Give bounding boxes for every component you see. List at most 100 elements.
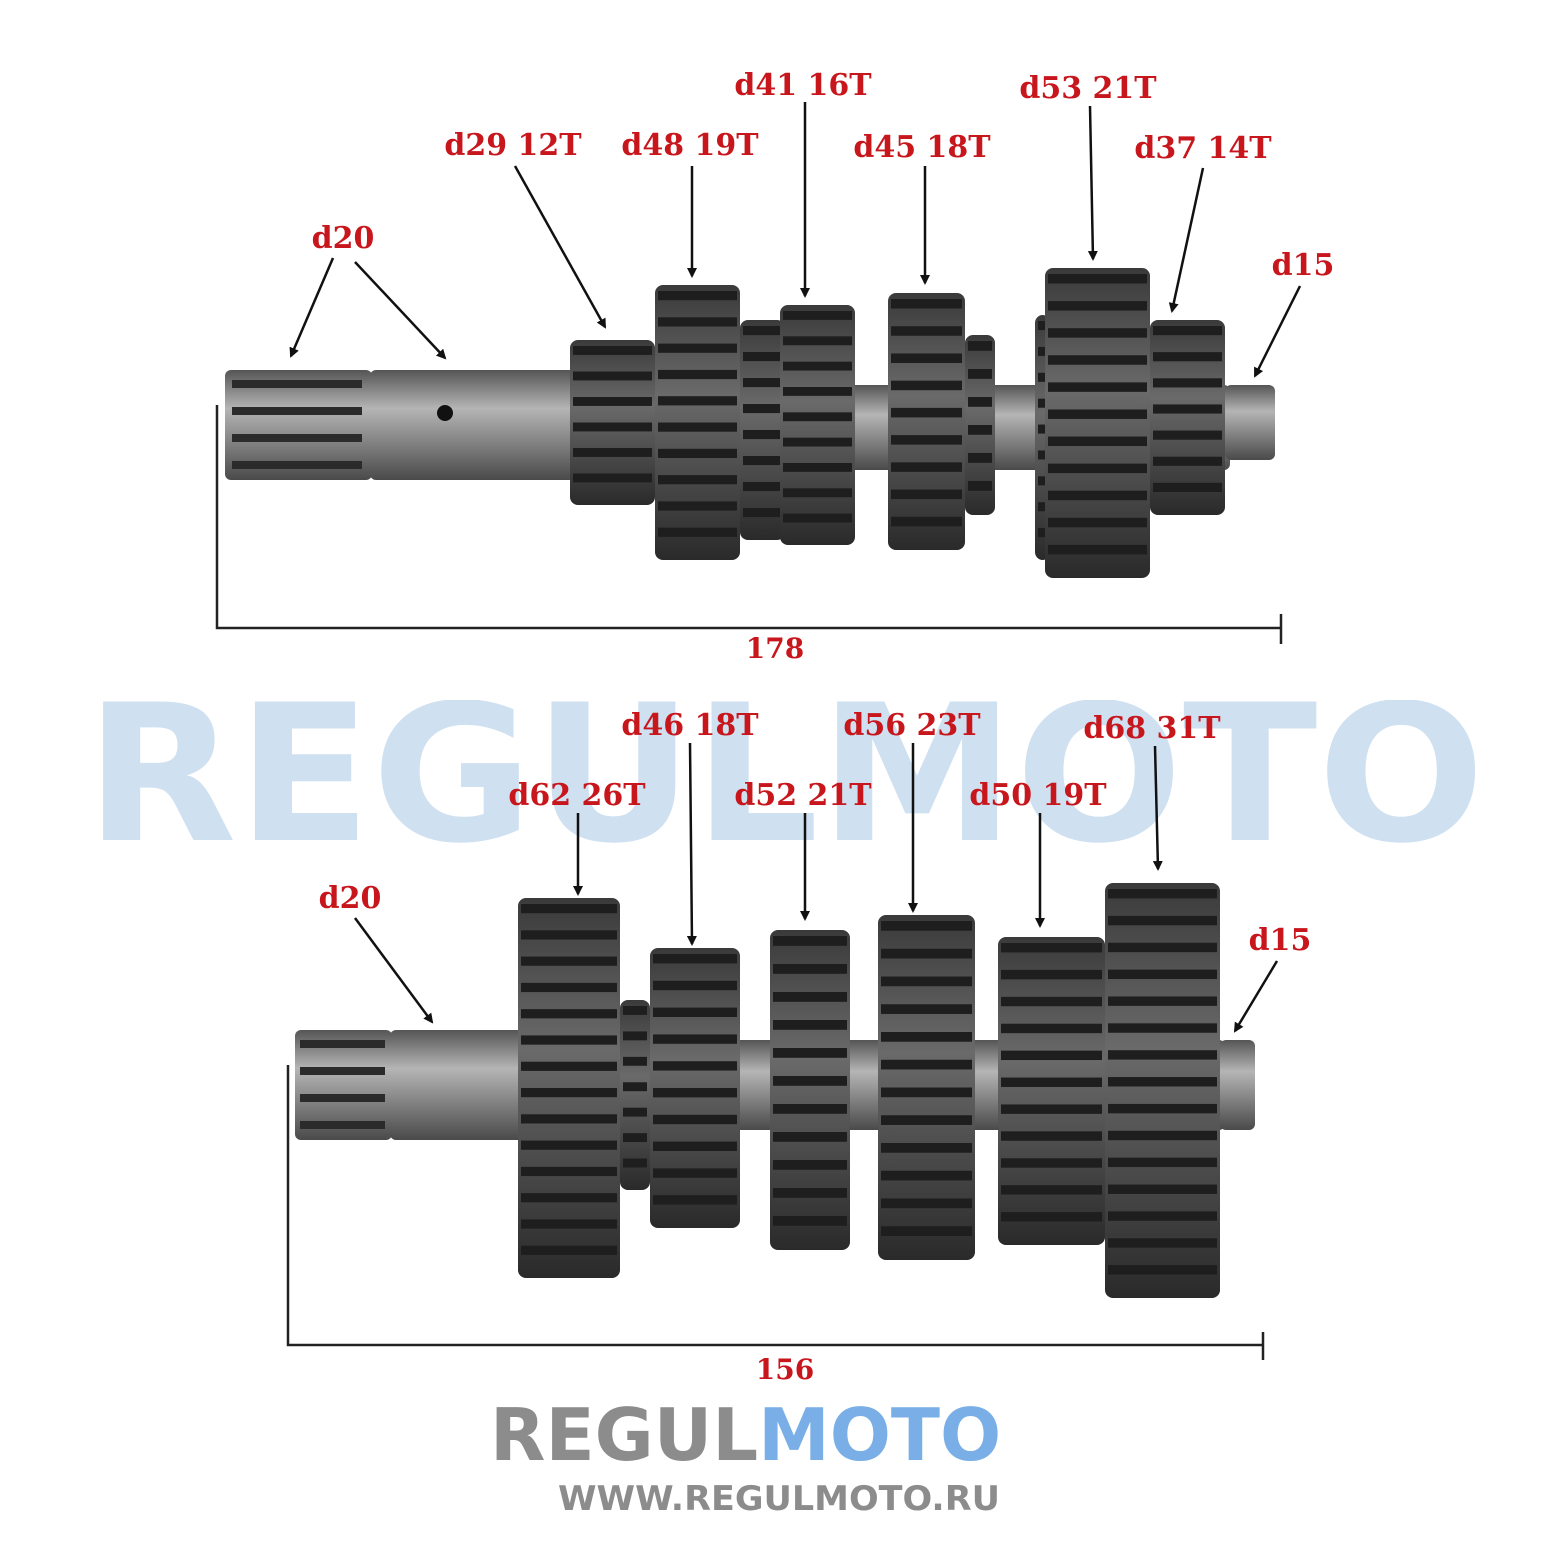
gear-tooth-gap xyxy=(658,291,737,301)
label-d56: d56 23T xyxy=(843,708,981,743)
gear-tooth-gap xyxy=(1038,502,1047,512)
label-d62: d62 26T xyxy=(508,778,646,813)
gear-tooth-gap xyxy=(1108,1077,1217,1087)
gear-tooth-gap xyxy=(773,1188,847,1198)
gear-tooth-gap xyxy=(653,1168,737,1178)
gear-tooth-gap xyxy=(1153,430,1222,440)
gear-tooth-gap xyxy=(773,1216,847,1226)
gear-tooth-gap xyxy=(1153,352,1222,362)
gear-tooth-gap xyxy=(1001,969,1102,980)
gear-tooth-gap xyxy=(658,475,737,485)
bottom-shaft-labels: d20 d62 26T d46 18T d52 21T d56 23T d50 … xyxy=(286,708,1312,1386)
gear-tooth-gap xyxy=(658,343,737,353)
logo-text: REGULMOTO xyxy=(490,1393,1001,1477)
gear-tooth-gap xyxy=(658,396,737,406)
gear-tooth-gap xyxy=(881,1143,972,1153)
length-bottom: 156 xyxy=(756,1353,814,1386)
gear-tooth-gap xyxy=(653,1061,737,1071)
label-d45: d45 18T xyxy=(853,130,991,165)
gear-tooth-gap xyxy=(783,336,852,346)
gear-tooth-gap xyxy=(1153,482,1222,493)
gear-tooth-gap xyxy=(891,407,962,418)
gear-tooth-gap xyxy=(783,463,852,472)
gear-tooth-gap xyxy=(521,1088,617,1098)
gear-tooth-gap xyxy=(653,954,737,964)
arrow xyxy=(354,261,447,360)
gear-tooth-gap xyxy=(891,326,962,336)
gear-tooth-gap xyxy=(1048,436,1147,447)
gear-tooth-gap xyxy=(1153,326,1222,336)
gear-tooth-gap xyxy=(573,371,652,381)
gear-tooth-gap xyxy=(783,387,852,396)
label-d68: d68 31T xyxy=(1083,711,1221,746)
gear-tooth-gap xyxy=(1001,943,1102,953)
gear-tooth-gap xyxy=(1001,1104,1102,1114)
gear-tooth-gap xyxy=(743,378,782,388)
gear-tooth-gap xyxy=(653,1195,737,1205)
gear-tooth-gap xyxy=(783,412,852,422)
gear-tooth-gap xyxy=(658,422,737,432)
label-d15-bottom: d15 xyxy=(1249,923,1312,958)
gear-tooth-gap xyxy=(573,473,652,483)
spline-groove xyxy=(232,434,362,442)
gear-tooth-gap xyxy=(521,1114,617,1124)
gear-tooth-gap xyxy=(1001,1185,1102,1195)
gear-tooth-gap xyxy=(658,369,737,380)
gear-tooth-gap xyxy=(658,317,737,327)
gear-tooth-gap xyxy=(1108,915,1217,926)
gear-tooth-gap xyxy=(1048,490,1147,501)
gear-tooth-gap xyxy=(881,1170,972,1181)
gear-tooth-gap xyxy=(623,1031,647,1041)
gear-tooth-gap xyxy=(653,1007,737,1017)
gear-tooth-gap xyxy=(773,1104,847,1114)
gear-tooth-gap xyxy=(881,1059,972,1070)
gear-tooth-gap xyxy=(1048,463,1147,474)
gear-tooth-gap xyxy=(773,1132,847,1142)
label-d20-bottom: d20 xyxy=(319,881,382,916)
arrow xyxy=(353,917,434,1024)
gear-tooth-gap xyxy=(1038,321,1047,331)
gear-tooth-gap xyxy=(521,1193,617,1203)
label-d37: d37 14T xyxy=(1134,131,1272,166)
gear-tooth-gap xyxy=(968,397,992,407)
gear-tooth-gap xyxy=(1048,355,1147,365)
gear-tooth-gap xyxy=(881,921,972,931)
gear-tooth-gap xyxy=(773,1048,847,1058)
gear-tooth-gap xyxy=(521,1009,617,1019)
gear-tooth-gap xyxy=(521,1061,617,1071)
gear-tooth-gap xyxy=(653,1034,737,1044)
gear-tooth-gap xyxy=(521,930,617,940)
gear-tooth-gap xyxy=(881,1226,972,1236)
gear-tooth-gap xyxy=(521,1140,617,1150)
gear xyxy=(1150,320,1225,515)
label-d46: d46 18T xyxy=(621,708,759,743)
gear-tooth-gap xyxy=(521,1166,617,1177)
gear-tooth-gap xyxy=(1038,424,1047,434)
gear-tooth-gap xyxy=(1038,398,1047,408)
gear-tooth-gap xyxy=(1108,1238,1217,1248)
gear-tooth-gap xyxy=(743,508,782,518)
gear-tooth-gap xyxy=(1153,378,1222,388)
gear-tooth-gap xyxy=(1038,528,1047,538)
gear-tooth-gap xyxy=(1108,942,1217,953)
gear-tooth-gap xyxy=(881,976,972,987)
gear-tooth-gap xyxy=(881,1004,972,1014)
gear-tooth-gap xyxy=(1108,1184,1217,1194)
gear-tooth-gap xyxy=(623,1158,647,1168)
spline-groove xyxy=(300,1094,385,1102)
gear xyxy=(770,930,850,1250)
gear-tooth-gap xyxy=(1108,1157,1217,1168)
gear-tooth-gap xyxy=(573,422,652,432)
gear-tooth-gap xyxy=(773,1160,847,1170)
spline-groove xyxy=(232,461,362,469)
gear-tooth-gap xyxy=(968,341,992,351)
spline-groove xyxy=(232,407,362,415)
gear-tooth-gap xyxy=(521,904,617,914)
label-d50: d50 19T xyxy=(969,778,1107,813)
label-d48: d48 19T xyxy=(621,128,759,163)
gear-tooth-gap xyxy=(1153,456,1222,466)
gear-tooth-gap xyxy=(623,1006,647,1015)
gear-tooth-gap xyxy=(1038,450,1047,460)
label-d41: d41 16T xyxy=(734,68,872,103)
